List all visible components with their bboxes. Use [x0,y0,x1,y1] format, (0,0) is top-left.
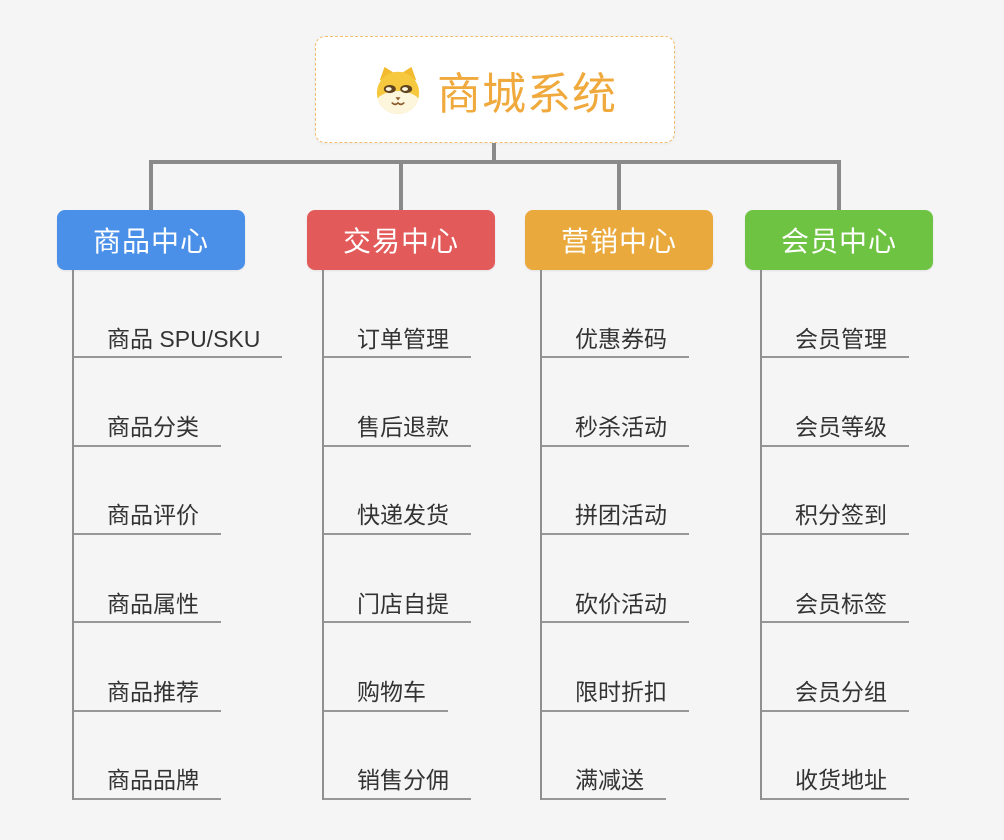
connector-member-trunk [760,270,762,800]
branch-topic-member-center[interactable]: 会员中心 [745,210,933,270]
connector-product-trunk [72,270,74,800]
connector-drop-trade [399,160,403,210]
subtopic-product-attribute[interactable]: 商品属性 [72,535,221,624]
subtopic-group-buy[interactable]: 拼团活动 [540,447,689,535]
subtopic-limited-time-discount[interactable]: 限时折扣 [540,623,689,712]
marketing-subtopic-list: 优惠券码 秒杀活动 拼团活动 砍价活动 限时折扣 满减送 [540,270,775,800]
subtopic-spend-and-save[interactable]: 满减送 [540,712,666,800]
branch-topic-marketing-center[interactable]: 营销中心 [525,210,713,270]
subtopic-express-delivery[interactable]: 快递发货 [322,447,471,535]
subtopic-product-recommend[interactable]: 商品推荐 [72,623,221,712]
member-subtopic-list: 会员管理 会员等级 积分签到 会员标签 会员分组 收货地址 [760,270,995,800]
subtopic-aftersale-refund[interactable]: 售后退款 [322,358,471,447]
connector-marketing-trunk [540,270,542,800]
connector-drop-product [149,160,153,210]
branch-trade-center: 交易中心 订单管理 售后退款 快递发货 门店自提 购物车 销售分佣 [307,210,557,800]
subtopic-shipping-address[interactable]: 收货地址 [760,712,909,800]
connector-root-drop [492,143,496,162]
subtopic-member-groups[interactable]: 会员分组 [760,623,909,712]
subtopic-shopping-cart[interactable]: 购物车 [322,623,448,712]
connector-drop-marketing [617,160,621,210]
subtopic-flash-sale[interactable]: 秒杀活动 [540,358,689,447]
subtopic-store-pickup[interactable]: 门店自提 [322,535,471,624]
product-subtopic-list: 商品 SPU/SKU 商品分类 商品评价 商品属性 商品推荐 商品品牌 [72,270,307,800]
root-topic[interactable]: 商城系统 [315,36,675,143]
dog-face-icon [373,65,423,115]
trade-subtopic-list: 订单管理 售后退款 快递发货 门店自提 购物车 销售分佣 [322,270,557,800]
branch-member-center: 会员中心 会员管理 会员等级 积分签到 会员标签 会员分组 收货地址 [745,210,995,800]
branch-marketing-center: 营销中心 优惠券码 秒杀活动 拼团活动 砍价活动 限时折扣 满减送 [525,210,775,800]
subtopic-bargain-activity[interactable]: 砍价活动 [540,535,689,624]
subtopic-member-management[interactable]: 会员管理 [760,270,909,359]
subtopic-member-tags[interactable]: 会员标签 [760,535,909,624]
subtopic-order-management[interactable]: 订单管理 [322,270,471,359]
subtopic-product-review[interactable]: 商品评价 [72,447,221,535]
branch-product-center: 商品中心 商品 SPU/SKU 商品分类 商品评价 商品属性 商品推荐 商品品牌 [57,210,307,800]
subtopic-product-brand[interactable]: 商品品牌 [72,712,221,800]
subtopic-product-category[interactable]: 商品分类 [72,358,221,447]
subtopic-member-level[interactable]: 会员等级 [760,358,909,447]
branch-topic-trade-center[interactable]: 交易中心 [307,210,495,270]
root-title: 商城系统 [437,69,617,119]
connector-drop-member [837,160,841,210]
branch-topic-product-center[interactable]: 商品中心 [57,210,245,270]
connector-horizontal-bus [149,160,841,164]
subtopic-product-spu-sku[interactable]: 商品 SPU/SKU [72,270,283,359]
subtopic-points-checkin[interactable]: 积分签到 [760,447,909,535]
subtopic-coupon-code[interactable]: 优惠券码 [540,270,689,359]
subtopic-sales-commission[interactable]: 销售分佣 [322,712,471,800]
connector-trade-trunk [322,270,324,800]
